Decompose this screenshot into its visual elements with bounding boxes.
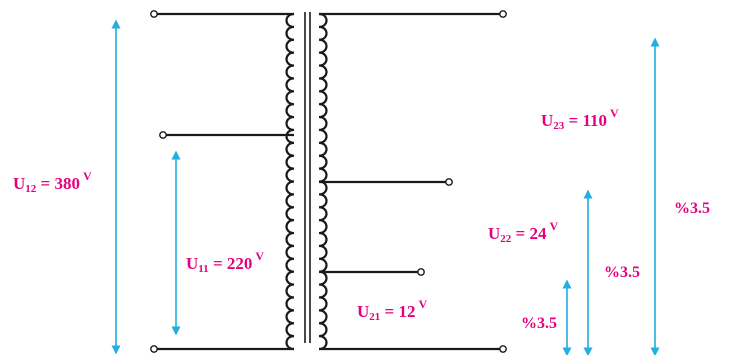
terminal-secondary-bottom xyxy=(499,345,507,353)
terminal-primary-bottom xyxy=(150,345,158,353)
percent-label-middle: %3.5 xyxy=(604,264,640,281)
terminal-secondary-24 xyxy=(445,178,453,186)
primary-coil xyxy=(285,12,295,351)
percent-label-outer: %3.5 xyxy=(674,200,710,217)
terminal-secondary-12 xyxy=(417,268,425,276)
terminal-secondary-top xyxy=(499,10,507,18)
terminal-primary-top xyxy=(150,10,158,18)
terminal-primary-tap xyxy=(159,131,167,139)
percent-label-inner: %3.5 xyxy=(521,315,557,332)
